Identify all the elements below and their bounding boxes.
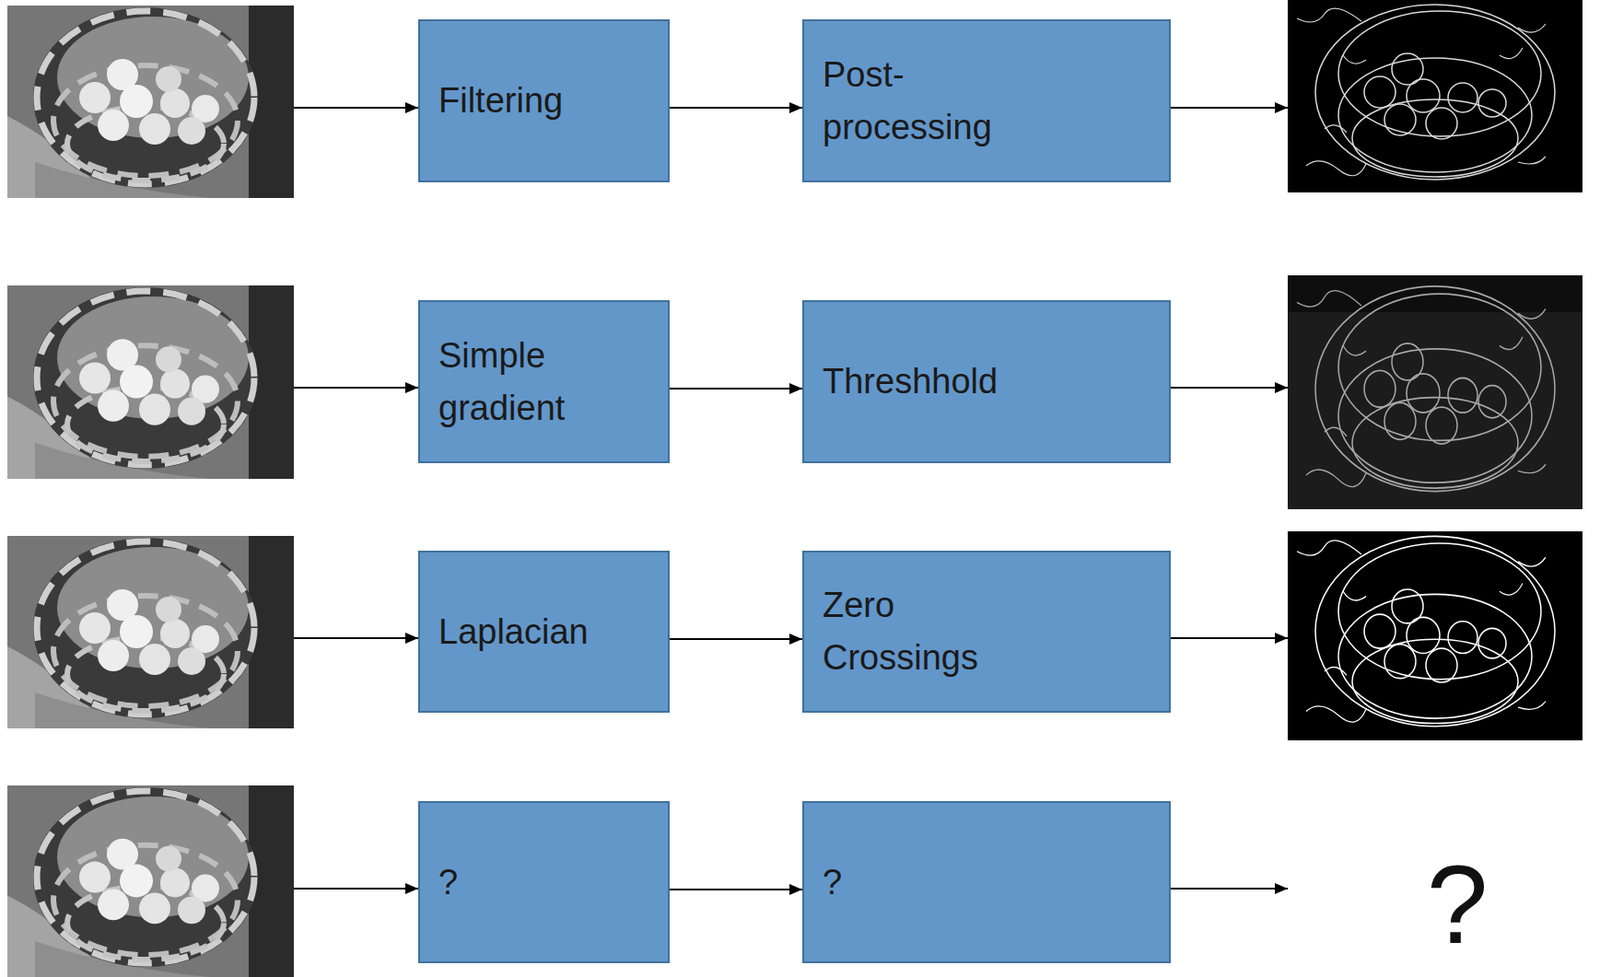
flow-arrow <box>293 637 419 640</box>
process-box: Simple gradient <box>418 300 670 464</box>
flow-arrow <box>1170 106 1288 109</box>
box-text: Simple gradient <box>438 329 650 435</box>
input-photo <box>7 285 294 479</box>
process-box: Post- processing <box>802 19 1171 183</box>
flow-arrow <box>1170 887 1288 890</box>
input-photo <box>7 785 294 977</box>
flow-arrow <box>669 638 803 641</box>
flow-arrow <box>669 387 803 390</box>
flow-arrow <box>1170 637 1288 640</box>
flow-arrow <box>293 386 419 389</box>
zero-crossing-map <box>1287 531 1583 741</box>
flow-arrow <box>669 888 803 891</box>
input-photo <box>7 536 294 729</box>
box-text: ? <box>822 856 842 910</box>
flow-arrow <box>1170 386 1288 389</box>
flow-arrow <box>669 106 803 109</box>
box-text: Zero Crossings <box>822 579 1044 685</box>
flow-arrows <box>293 107 1288 889</box>
process-box: Laplacian <box>418 550 670 713</box>
box-text: Laplacian <box>438 606 589 659</box>
flow-arrow <box>293 106 419 109</box>
gradient-map-lines <box>1296 286 1555 492</box>
process-box: ? <box>802 801 1171 964</box>
process-box: Threshhold <box>802 300 1171 464</box>
box-text: Post- processing <box>822 48 1044 154</box>
gradient-map <box>1287 275 1583 510</box>
box-text: Filtering <box>438 74 563 128</box>
process-box: Filtering <box>418 19 670 183</box>
flow-arrow <box>293 887 419 890</box>
box-text: Threshhold <box>822 355 998 409</box>
edge-map <box>1287 0 1583 193</box>
process-box: Zero Crossings <box>802 550 1171 713</box>
edge-map-lines <box>1296 4 1555 180</box>
output-placeholder: ? <box>1365 849 1550 960</box>
input-photo <box>7 5 294 199</box>
process-box: ? <box>418 801 670 964</box>
box-text: ? <box>438 856 458 910</box>
zero-crossing-map-lines <box>1296 536 1555 726</box>
